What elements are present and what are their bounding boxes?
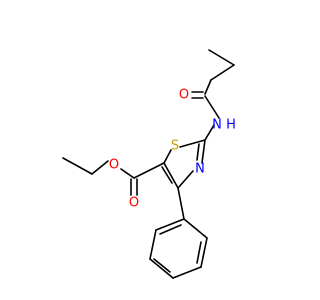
bond-c5-ester-c — [133, 162, 165, 179]
butanoyl-chain — [191, 49, 235, 119]
bond-ph-inner-3 — [159, 224, 182, 235]
bond-c4-ph — [177, 187, 185, 220]
atom-h-amide: H — [226, 118, 236, 133]
atom-s-thiazole: S — [171, 139, 179, 154]
bond-n3-c4 — [177, 170, 194, 189]
bond-c5-s — [163, 149, 172, 164]
bond-carbonyl-nh — [204, 95, 220, 119]
bond-c4-c5-inner — [161, 166, 173, 184]
ethyl-ester — [62, 157, 165, 196]
bond-ph-1 — [183, 218, 208, 239]
bond-ph-5 — [149, 229, 157, 260]
bond-ph-6 — [155, 218, 185, 231]
bond-c4-c5 — [163, 162, 179, 189]
bond-c2-c3 — [210, 64, 235, 81]
atom-o-ether: O — [109, 158, 119, 173]
bond-ph-4 — [149, 258, 174, 279]
atom-o-carbonyl: O — [129, 196, 139, 211]
bond-ch2-ch3 — [62, 157, 93, 175]
atom-n-thiazole: N — [195, 162, 205, 177]
bond-nh-c2 — [204, 124, 215, 141]
bond-c1-c2 — [208, 49, 235, 66]
bond-c3-carbonyl — [204, 79, 212, 95]
bond-c2-n3-inner — [196, 143, 200, 161]
atom-labels: O N H S N O O — [109, 88, 236, 211]
bond-ph-3 — [172, 266, 202, 279]
atom-o-amide: O — [179, 88, 189, 103]
bond-ester-c-o — [120, 168, 135, 179]
atom-n-amide: N — [212, 118, 222, 133]
bond-o-ch2 — [91, 160, 109, 175]
bond-ph-2 — [200, 237, 208, 268]
molecule-diagram: O N H S N O O — [62, 49, 236, 279]
bond-c2-s — [179, 139, 206, 148]
thiazole-ring — [161, 124, 215, 189]
bond-c2-n3 — [201, 139, 206, 164]
bond-ph-inner-1 — [196, 241, 202, 264]
phenyl-ring — [149, 187, 208, 279]
bond-ph-inner-2 — [153, 258, 171, 273]
